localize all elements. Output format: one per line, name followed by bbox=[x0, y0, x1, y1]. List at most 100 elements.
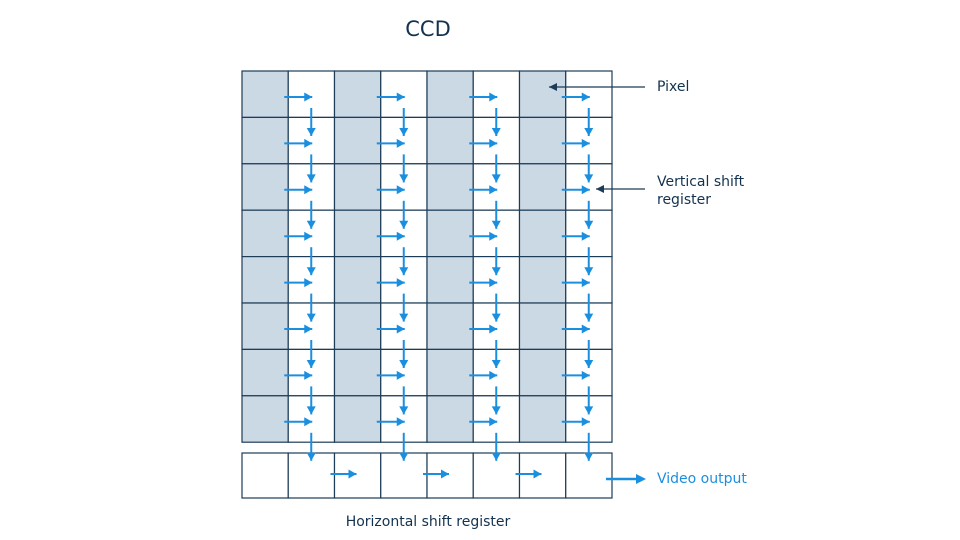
horizontal-shift-arrow-head bbox=[348, 469, 357, 479]
pixel-callout-arrowhead bbox=[549, 83, 557, 91]
vertical-shift-arrow-head bbox=[399, 174, 409, 183]
pixel-cell bbox=[241, 163, 289, 211]
pixel-to-register-arrow-head bbox=[304, 324, 313, 334]
pixel-grid bbox=[241, 70, 613, 443]
vertical-shift-arrow-head bbox=[491, 128, 501, 136]
horizontal-register-cell bbox=[426, 452, 474, 499]
pixel-cell bbox=[241, 348, 289, 397]
pixel-to-register-arrow-head bbox=[396, 185, 405, 195]
vertical-shift-arrow-head bbox=[399, 452, 409, 461]
pixel-to-register-arrow-head bbox=[489, 370, 498, 380]
vertical-shift-arrow-head bbox=[399, 313, 409, 322]
vertical-register-label-line1: Vertical shift bbox=[657, 174, 745, 190]
vertical-shift-arrow-head bbox=[584, 220, 594, 229]
vertical-shift-arrow-head bbox=[491, 406, 501, 415]
pixel-to-register-arrow-head bbox=[396, 92, 405, 102]
pixel-to-register-arrow-head bbox=[581, 278, 590, 288]
vertical-shift-arrow-head bbox=[584, 360, 594, 368]
pixel-cell bbox=[241, 256, 289, 304]
pixel-cell bbox=[518, 348, 567, 397]
pixel-cell bbox=[241, 302, 289, 351]
pixel-to-register-arrow-head bbox=[489, 278, 498, 288]
horizontal-register-cell bbox=[241, 452, 289, 499]
vertical-register-callout-arrowhead bbox=[596, 185, 604, 193]
vertical-shift-arrow-head bbox=[584, 313, 594, 322]
pixel-cell bbox=[333, 256, 382, 304]
horizontal-register-label: Horizontal shift register bbox=[346, 514, 511, 530]
vertical-shift-arrow-head bbox=[399, 128, 409, 136]
vertical-shift-arrow-head bbox=[584, 406, 594, 415]
pixel-cell bbox=[241, 70, 289, 119]
vertical-shift-arrow-head bbox=[491, 174, 501, 183]
vertical-shift-arrow-head bbox=[491, 220, 501, 229]
pixel-cell bbox=[241, 209, 289, 258]
vertical-shift-arrow-head bbox=[399, 267, 409, 276]
pixel-cell bbox=[333, 70, 382, 119]
pixel-to-register-arrow-head bbox=[396, 231, 405, 241]
vertical-shift-arrow-head bbox=[306, 406, 316, 415]
vertical-shift-arrow-head bbox=[399, 220, 409, 229]
pixel-to-register-arrow-head bbox=[304, 138, 313, 148]
horizontal-shift-arrow-head bbox=[533, 469, 542, 479]
pixel-to-register-arrow-head bbox=[396, 324, 405, 334]
pixel-cell bbox=[333, 348, 382, 397]
vertical-shift-arrow-head bbox=[491, 313, 501, 322]
vertical-shift-arrow-head bbox=[584, 128, 594, 136]
vertical-shift-arrow-head bbox=[306, 220, 316, 229]
vertical-register-label-line2: register bbox=[657, 192, 711, 208]
pixel-to-register-arrow-head bbox=[489, 231, 498, 241]
pixel-cell bbox=[333, 209, 382, 258]
charge-transfer-arrows bbox=[284, 92, 594, 479]
vertical-shift-arrow-head bbox=[491, 452, 501, 461]
pixel-to-register-arrow-head bbox=[304, 278, 313, 288]
pixel-to-register-arrow-head bbox=[304, 231, 313, 241]
pixel-cell bbox=[333, 302, 382, 351]
pixel-to-register-arrow-head bbox=[581, 417, 590, 427]
pixel-cell bbox=[518, 163, 567, 211]
pixel-to-register-arrow-head bbox=[581, 370, 590, 380]
vertical-shift-arrow-head bbox=[306, 313, 316, 322]
pixel-cell bbox=[426, 70, 474, 119]
pixel-cell bbox=[241, 395, 289, 443]
vertical-shift-arrow-head bbox=[306, 174, 316, 183]
pixel-to-register-arrow-head bbox=[396, 370, 405, 380]
pixel-to-register-arrow-head bbox=[581, 92, 590, 102]
pixel-to-register-arrow-head bbox=[489, 417, 498, 427]
pixel-cell bbox=[333, 395, 382, 443]
pixel-to-register-arrow-head bbox=[581, 324, 590, 334]
vertical-shift-arrow-head bbox=[306, 128, 316, 136]
pixel-to-register-arrow-head bbox=[396, 417, 405, 427]
vertical-shift-arrow-head bbox=[584, 267, 594, 276]
diagram-title: CCD bbox=[405, 17, 451, 41]
vertical-shift-arrow-head bbox=[584, 452, 594, 461]
pixel-to-register-arrow-head bbox=[581, 231, 590, 241]
pixel-cell bbox=[426, 302, 474, 351]
pixel-to-register-arrow-head bbox=[304, 417, 313, 427]
pixel-to-register-arrow-head bbox=[304, 185, 313, 195]
pixel-to-register-arrow-head bbox=[396, 278, 405, 288]
pixel-to-register-arrow-head bbox=[489, 185, 498, 195]
vertical-shift-arrow-head bbox=[306, 452, 316, 461]
pixel-cell bbox=[333, 163, 382, 211]
horizontal-register-cell bbox=[518, 452, 567, 499]
vertical-shift-arrow-head bbox=[584, 174, 594, 183]
vertical-shift-arrow-head bbox=[491, 360, 501, 368]
pixel-to-register-arrow-head bbox=[489, 92, 498, 102]
pixel-cell bbox=[426, 116, 474, 165]
pixel-to-register-arrow-head bbox=[489, 138, 498, 148]
pixel-to-register-arrow-head bbox=[304, 92, 313, 102]
horizontal-register-cell bbox=[333, 452, 382, 499]
vertical-shift-arrow-head bbox=[399, 406, 409, 415]
pixel-cell bbox=[518, 256, 567, 304]
vertical-shift-arrow-head bbox=[399, 360, 409, 368]
pixel-to-register-arrow-head bbox=[396, 138, 405, 148]
pixel-to-register-arrow-head bbox=[581, 185, 590, 195]
pixel-to-register-arrow-head bbox=[489, 324, 498, 334]
vertical-shift-arrow-head bbox=[491, 267, 501, 276]
horizontal-shift-register bbox=[241, 452, 613, 499]
pixel-cell bbox=[426, 209, 474, 258]
pixel-to-register-arrow-head bbox=[304, 370, 313, 380]
pixel-cell bbox=[518, 395, 567, 443]
pixel-cell bbox=[333, 116, 382, 165]
